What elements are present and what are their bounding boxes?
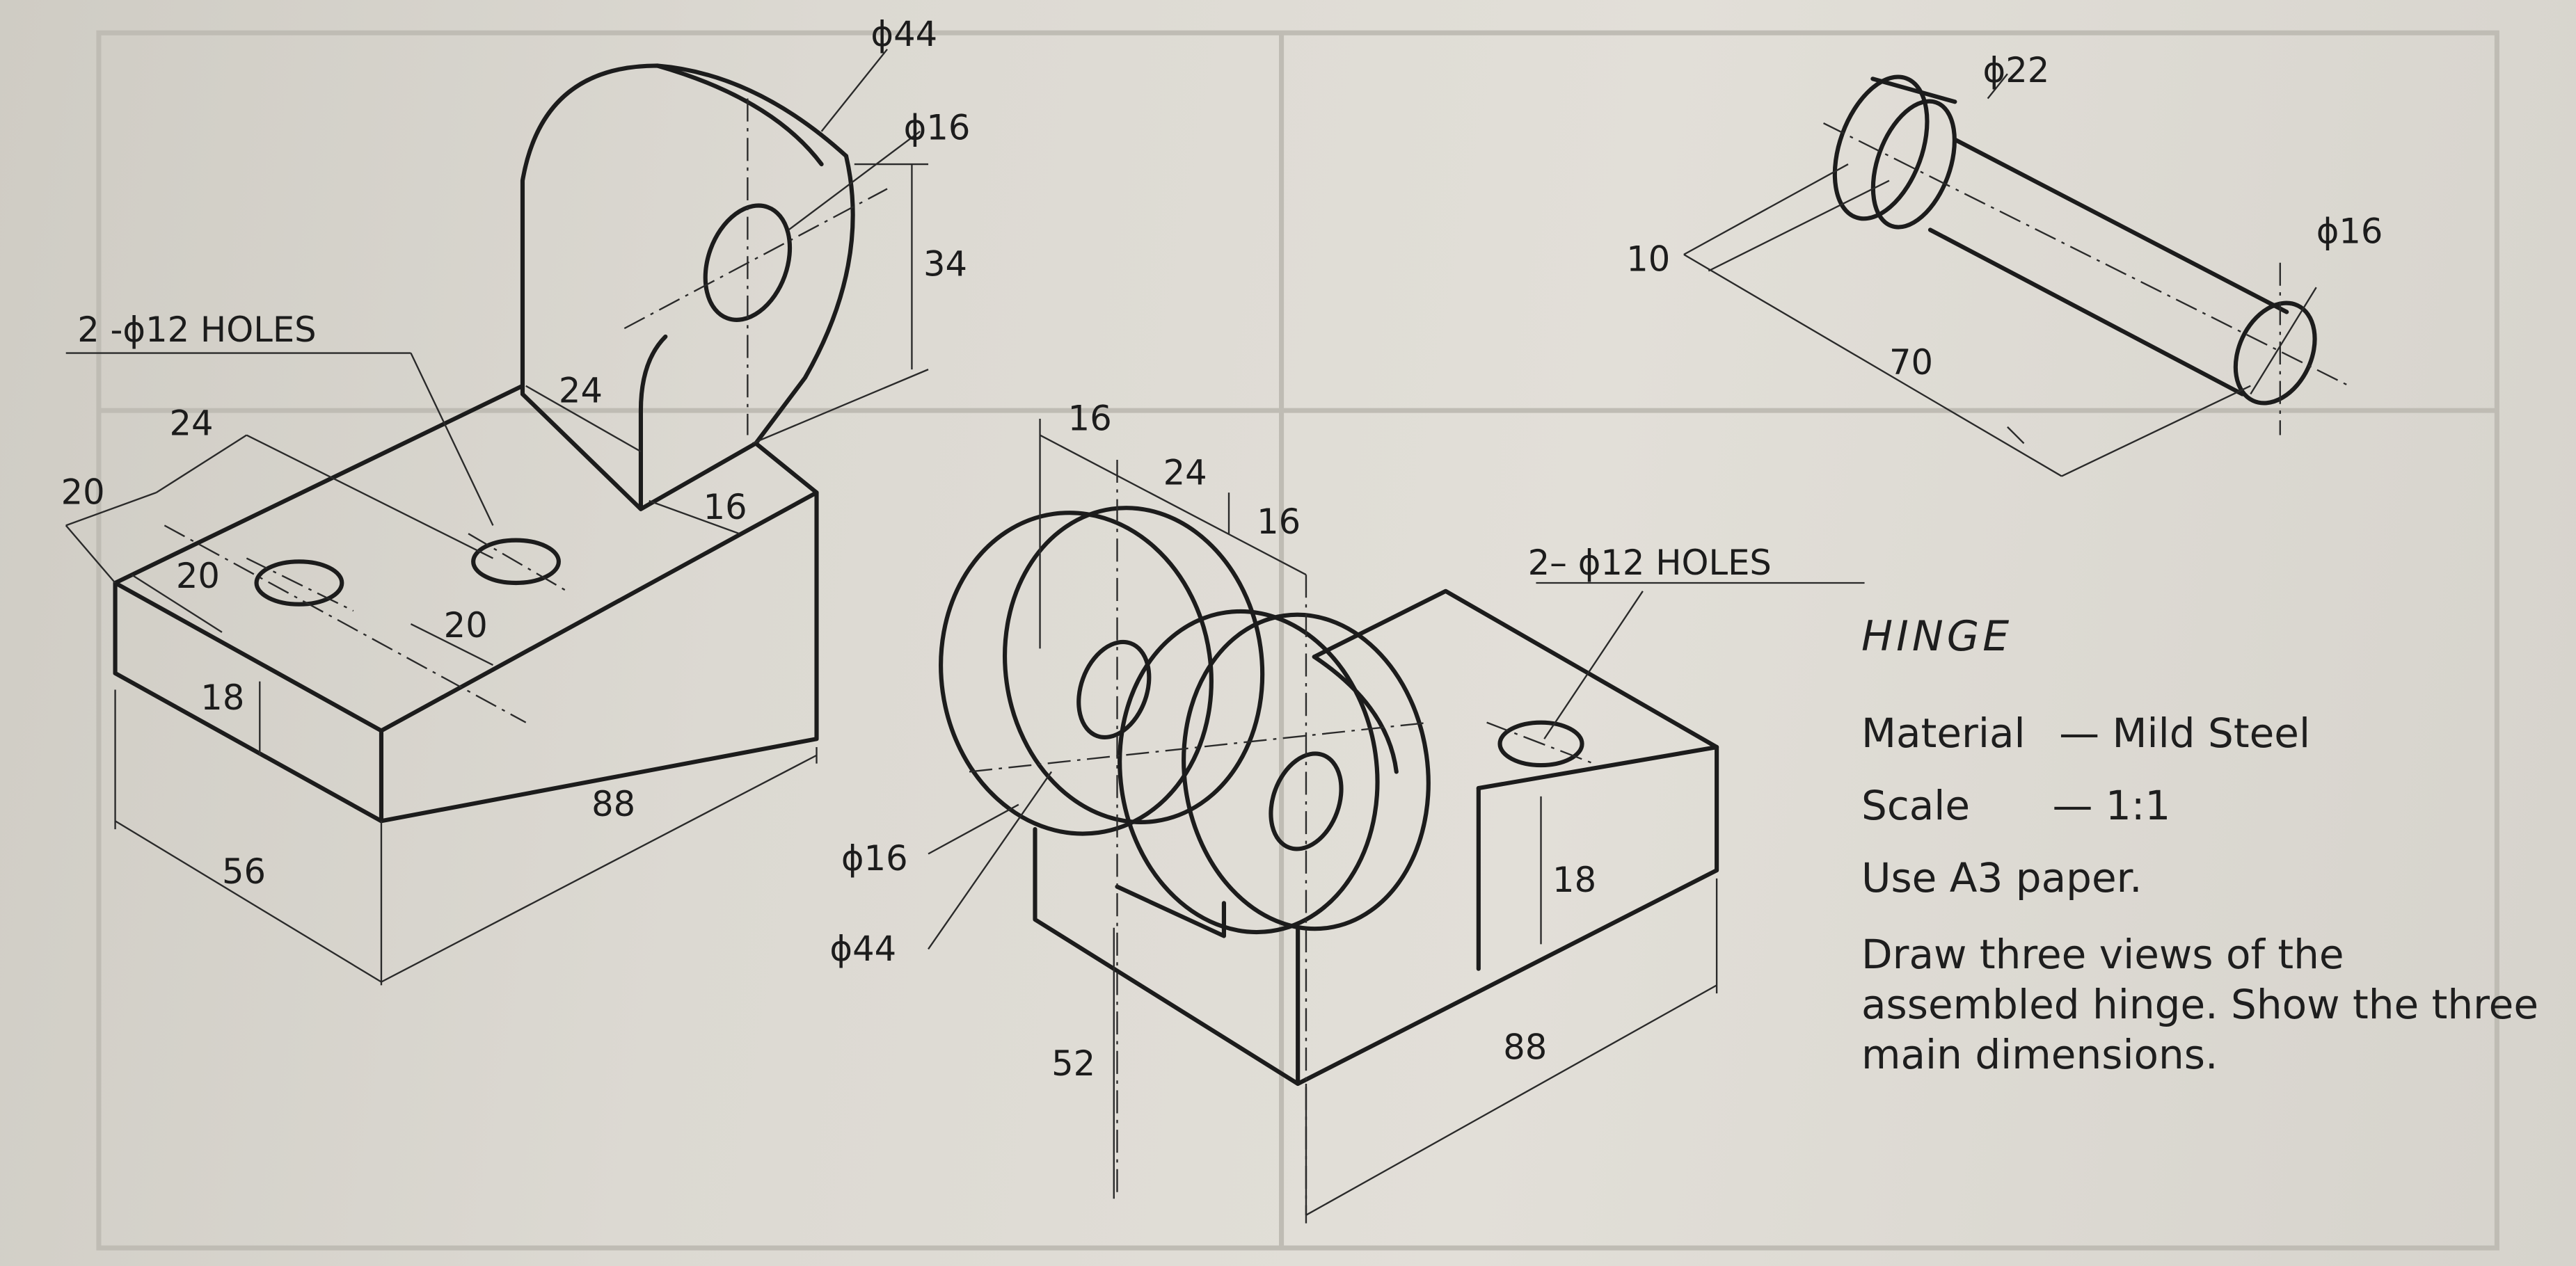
dim-base-g24: 24: [1163, 452, 1207, 492]
drawing-notes: HINGE Material — Mild Steel Scale — 1:1 …: [1861, 612, 2557, 1080]
background-showthrough: [96, 30, 2499, 1251]
dim-base-d16: ϕ16: [841, 838, 908, 879]
dim-bracket-w56: 56: [222, 851, 266, 892]
dim-bracket-w20b: 20: [176, 556, 220, 596]
dim-bracket-w24a: 24: [559, 370, 603, 410]
dim-bracket-d16: ϕ16: [904, 108, 971, 148]
dim-bracket-h34: 34: [923, 244, 967, 285]
dim-bracket-w20c: 20: [444, 605, 488, 646]
base-part: 16 24 16 2– ϕ12 HOLES ϕ16 ϕ44 18 52 88: [829, 398, 1865, 1224]
dim-base-h18: 18: [1552, 860, 1596, 900]
dim-base-l88: 88: [1503, 1027, 1547, 1068]
dim-bracket-w24b: 24: [169, 403, 213, 444]
dim-bracket-l88: 88: [591, 784, 635, 824]
dim-bracket-h18: 18: [200, 678, 244, 718]
dim-base-d44: ϕ44: [829, 929, 896, 969]
dim-pin-d22: ϕ22: [1983, 50, 2050, 90]
paper-note: Use A3 paper.: [1861, 854, 2142, 902]
dim-pin-d16: ϕ16: [2316, 211, 2383, 251]
material-value: — Mild Steel: [2059, 710, 2311, 757]
scale-row: Scale — 1:1: [1861, 782, 2557, 829]
dim-bracket-w20a: 20: [61, 472, 105, 513]
drawing-title: HINGE: [1861, 612, 2013, 661]
scale-label: Scale: [1861, 782, 1971, 829]
dim-base-t16b: 16: [1257, 502, 1301, 542]
dim-base-h52: 52: [1051, 1043, 1095, 1084]
dim-pin-l10: 10: [1626, 239, 1670, 279]
dim-pin-l70: 70: [1889, 342, 1933, 383]
material-label: Material: [1861, 710, 2026, 757]
dim-base-t16a: 16: [1068, 398, 1112, 438]
dim-bracket-holes: 2 -ϕ12 HOLES: [77, 310, 316, 350]
dim-bracket-d44: ϕ44: [870, 14, 937, 54]
scale-value: — 1:1: [2052, 782, 2171, 829]
material-row: Material — Mild Steel: [1861, 710, 2557, 757]
pin-part: ϕ22 ϕ16 10 70: [1626, 50, 2383, 477]
bracket-part: ϕ44 ϕ16 34 2 -ϕ12 HOLES 24 24 20 20 20 1…: [61, 14, 971, 986]
dim-base-holes: 2– ϕ12 HOLES: [1528, 543, 1772, 583]
dim-bracket-t16: 16: [703, 487, 747, 527]
instruction-text: Draw three views of the assembled hinge.…: [1861, 931, 2539, 1078]
